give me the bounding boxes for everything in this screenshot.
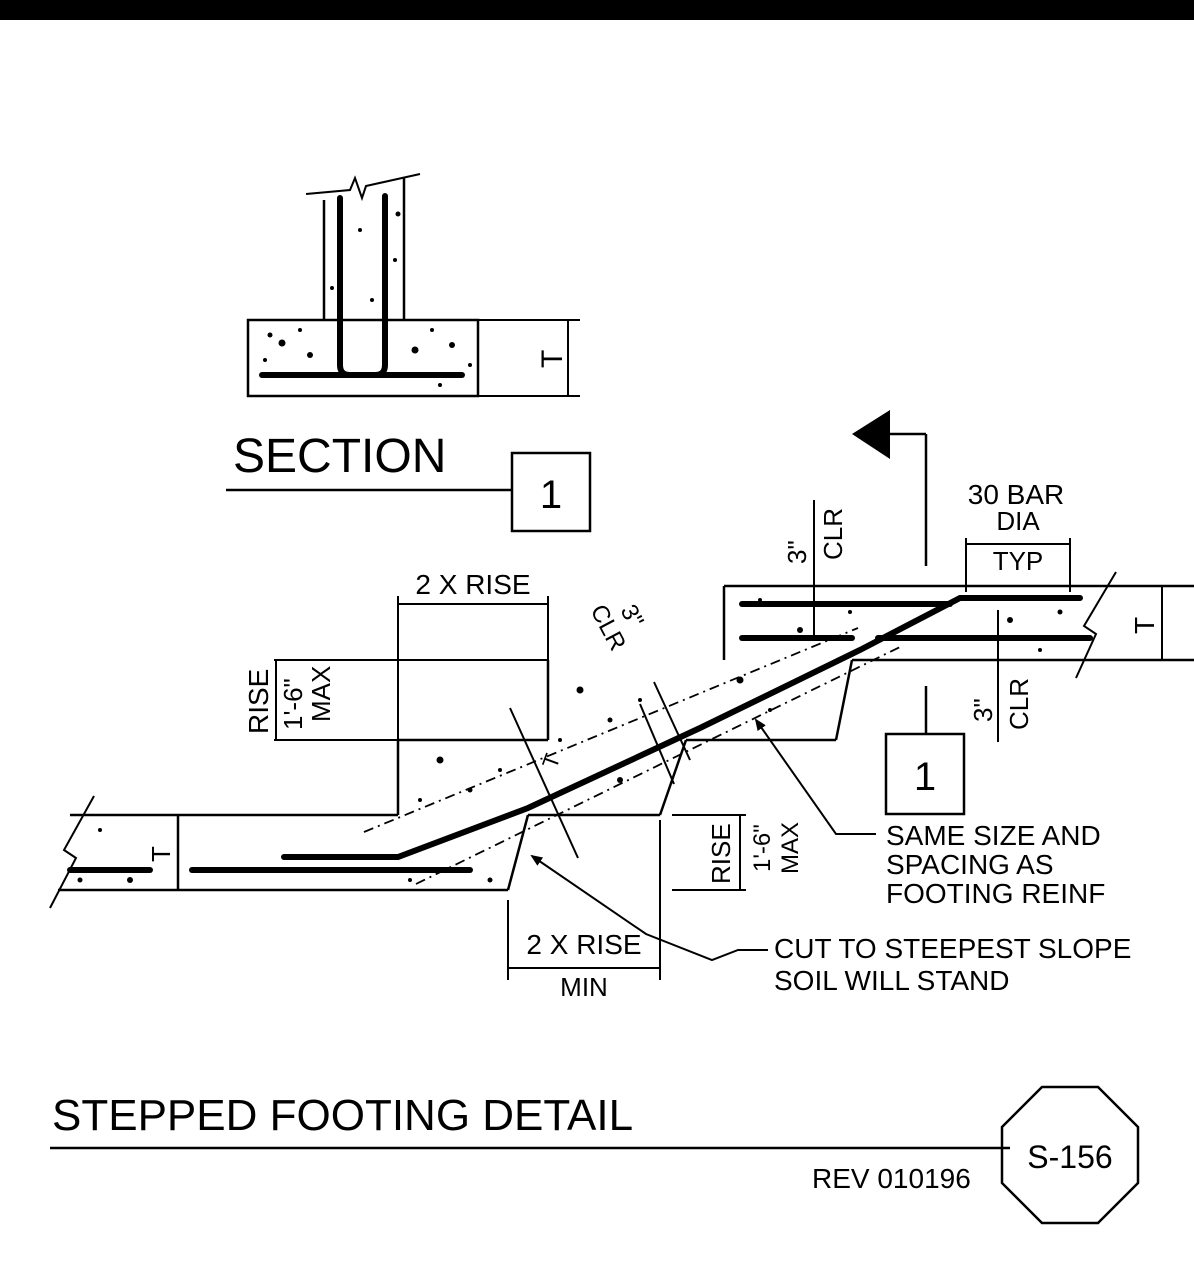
left-t-label: T <box>146 846 176 862</box>
clr-bottom-num: 3" <box>968 698 998 722</box>
clr-bottom-word: CLR <box>1004 678 1034 730</box>
bar-dia-line2: DIA <box>996 506 1040 536</box>
two-x-rise-top: 2 X RISE <box>415 569 530 600</box>
sheet-octagon-icon <box>1000 1085 1140 1225</box>
note-cut-line1: CUT TO STEEPEST SLOPE <box>774 933 1131 964</box>
rise-right-label: RISE <box>706 823 736 884</box>
rise-right-dim: 1'-6" <box>749 824 776 872</box>
section-view: T SECTION 1 <box>226 173 592 533</box>
section-number-right: 1 <box>914 755 936 799</box>
right-t-label: T <box>1129 617 1160 634</box>
section-t-label: T <box>536 350 569 368</box>
note-reinf-line3: FOOTING REINF <box>886 878 1105 909</box>
stepped-footing-elevation <box>49 571 1194 909</box>
clr-top-word: CLR <box>818 508 848 560</box>
section-number-box: 1 <box>540 473 562 517</box>
sheet-id: S-156 <box>1027 1139 1112 1175</box>
clr-top-num: 3" <box>782 540 812 564</box>
typ-label: TYP <box>993 546 1044 576</box>
section-arrow-icon <box>852 410 890 459</box>
dimensions: T T 2 X RISE RISE 1'-6" MAX 3" CLR 3" CL… <box>146 479 1163 1002</box>
section-cut-marker: 1 <box>852 410 966 816</box>
top-border-bar <box>0 0 1194 20</box>
rise-left-dim: 1'-6" <box>278 678 308 730</box>
two-x-rise-bottom: 2 X RISE <box>526 929 641 960</box>
note-cut-line2: SOIL WILL STAND <box>774 965 1009 996</box>
note-reinf-line1: SAME SIZE AND <box>886 820 1101 851</box>
rise-right-max: MAX <box>777 822 804 874</box>
bar-dia-line1: 30 BAR <box>968 479 1065 510</box>
drawing-title: STEPPED FOOTING DETAIL <box>52 1091 633 1140</box>
min-label: MIN <box>560 972 608 1002</box>
note-reinf-line2: SPACING AS <box>886 849 1054 880</box>
section-title: SECTION <box>233 430 446 483</box>
diag-t-label: T <box>537 751 565 772</box>
revision-label: REV 010196 <box>812 1163 971 1194</box>
title-block: STEPPED FOOTING DETAIL REV 010196 S-156 <box>50 1085 1140 1225</box>
rise-left-max: MAX <box>306 666 336 722</box>
rise-left-label: RISE <box>243 669 274 734</box>
notes: SAME SIZE AND SPACING AS FOOTING REINF C… <box>530 718 1131 996</box>
